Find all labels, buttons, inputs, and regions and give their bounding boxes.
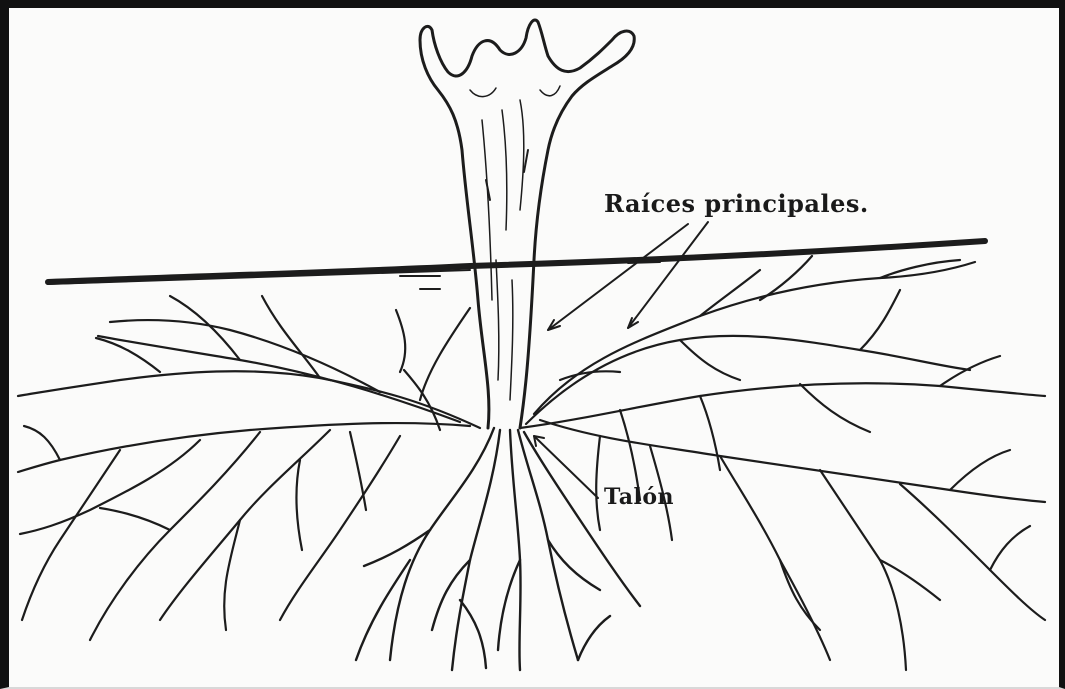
roots-left	[18, 296, 480, 640]
roots-right	[520, 256, 1045, 670]
label-principal-roots: Raíces principales.	[604, 189, 869, 218]
label-heel: Talón	[604, 484, 674, 510]
